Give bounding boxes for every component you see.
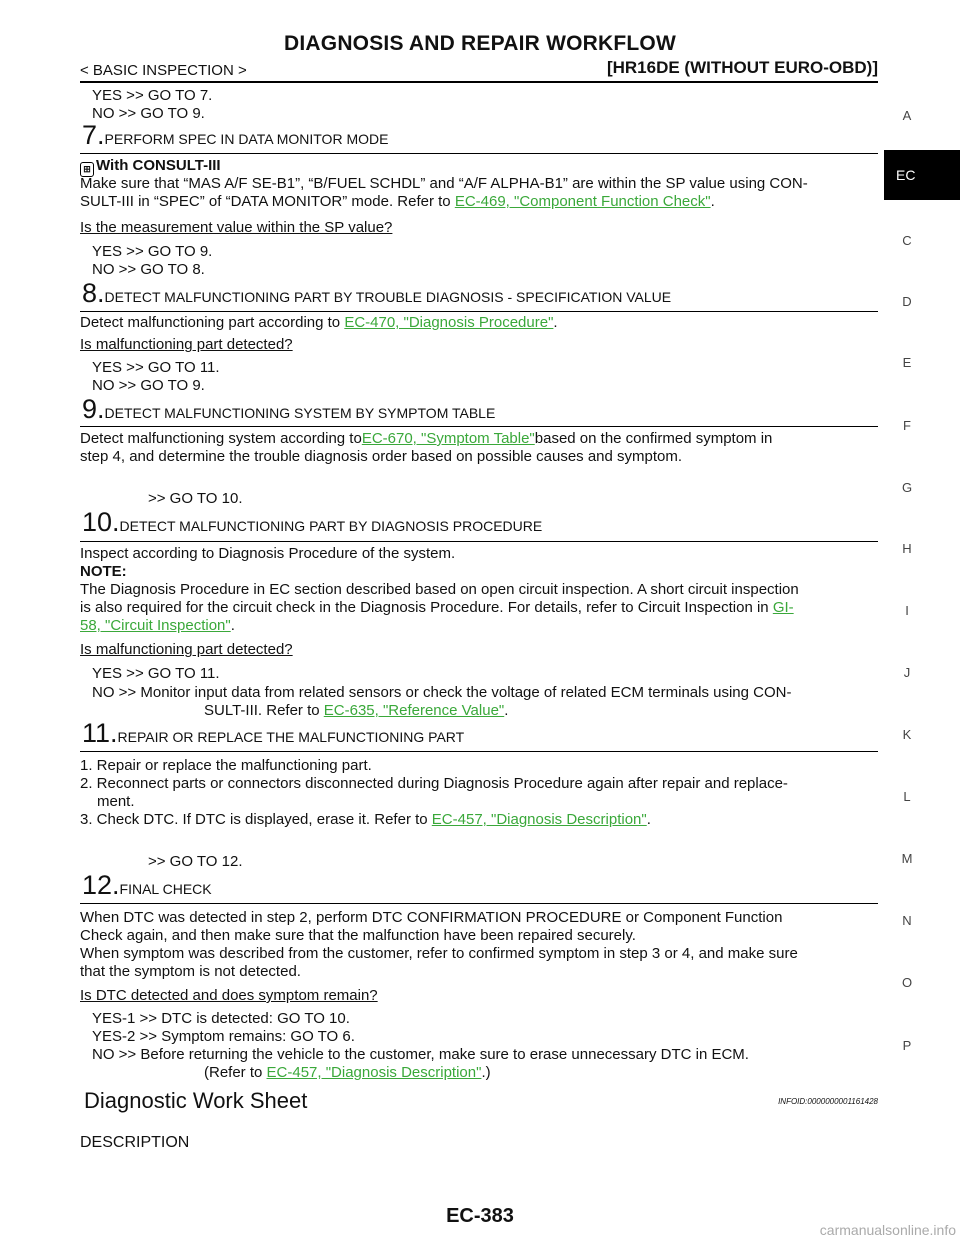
header-rule: [80, 81, 878, 83]
model-label: [HR16DE (WITHOUT EURO-OBD)]: [606, 58, 878, 77]
step9-text-2: step 4, and determine the trouble diagno…: [80, 448, 683, 465]
step7-rule: [80, 153, 878, 154]
link-ec-670[interactable]: EC-670, "Symptom Table": [361, 430, 535, 447]
step9-title: DETECT MALFUNCTIONING SYSTEM BY SYMPTOM …: [104, 405, 496, 421]
step7-yes: YES >> GO TO 9.: [92, 243, 213, 260]
step12-text-1: When DTC was detected in step 2, perform…: [80, 909, 783, 926]
note-text-1: The Diagnosis Procedure in EC section de…: [80, 581, 799, 598]
link-ec-457-a[interactable]: EC-457, "Diagnosis Description": [431, 811, 647, 828]
step11-rule: [80, 751, 878, 752]
link-gi-58-part1[interactable]: GI-: [772, 599, 794, 616]
consult-label: With CONSULT-III: [96, 157, 221, 174]
side-tab-m[interactable]: M: [901, 851, 913, 866]
step7-text-2: SULT-III in “SPEC” of “DATA MONITOR” mod…: [80, 193, 715, 210]
step12-number: 12.: [82, 870, 120, 900]
step7-heading: 7.PERFORM SPEC IN DATA MONITOR MODE: [82, 120, 388, 151]
watermark: carmanualsonline.info: [819, 1222, 956, 1238]
side-tab-f[interactable]: F: [903, 418, 911, 433]
side-tab-g[interactable]: G: [901, 480, 913, 495]
link-ec-457-b[interactable]: EC-457, "Diagnosis Description": [266, 1064, 482, 1081]
step11-item-3: 3. Check DTC. If DTC is displayed, erase…: [80, 811, 651, 828]
step10-number: 10.: [82, 507, 120, 537]
step7-text-1: Make sure that “MAS A/F SE-B1”, “B/FUEL …: [80, 175, 808, 192]
step9-number: 9.: [82, 394, 105, 424]
step12-rule: [80, 903, 878, 904]
step12-yes-2: YES-2 >> Symptom remains: GO TO 6.: [92, 1028, 355, 1045]
step12-text-2: Check again, and then make sure that the…: [80, 927, 636, 944]
step10-no-1: NO >> Monitor input data from related se…: [92, 684, 792, 701]
side-tab-n[interactable]: N: [902, 913, 912, 928]
top-no: NO >> GO TO 9.: [92, 105, 205, 122]
step10-question: Is malfunctioning part detected?: [80, 641, 293, 658]
step8-text: Detect malfunctioning part according to …: [80, 314, 558, 331]
page-title: DIAGNOSIS AND REPAIR WORKFLOW: [284, 32, 676, 55]
consult-icon: ⊞: [80, 162, 94, 177]
note-text-2: is also required for the circuit check i…: [80, 599, 794, 616]
step8-no: NO >> GO TO 9.: [92, 377, 205, 394]
step9-goto: >> GO TO 10.: [148, 490, 243, 507]
side-tab-i[interactable]: I: [905, 603, 909, 618]
step12-text-3: When symptom was described from the cust…: [80, 945, 798, 962]
side-tab-e[interactable]: E: [902, 355, 912, 370]
step11-goto: >> GO TO 12.: [148, 853, 243, 870]
side-tab-j[interactable]: J: [903, 665, 911, 680]
step10-text-1: Inspect according to Diagnosis Procedure…: [80, 545, 456, 562]
side-tab-o[interactable]: O: [901, 975, 913, 990]
step8-question: Is malfunctioning part detected?: [80, 336, 293, 353]
step8-rule: [80, 311, 878, 312]
step12-no-2: (Refer to EC-457, "Diagnosis Description…: [204, 1064, 491, 1081]
step8-title: DETECT MALFUNCTIONING PART BY TROUBLE DI…: [104, 289, 672, 305]
step8-heading: 8.DETECT MALFUNCTIONING PART BY TROUBLE …: [82, 278, 671, 309]
step11-item-2b: ment.: [97, 793, 135, 810]
step10-yes: YES >> GO TO 11.: [92, 665, 220, 682]
step7-title: PERFORM SPEC IN DATA MONITOR MODE: [104, 131, 389, 147]
top-yes: YES >> GO TO 7.: [92, 87, 213, 104]
step12-heading: 12.FINAL CHECK: [82, 870, 212, 901]
consult-line: ⊞With CONSULT-III: [80, 157, 221, 177]
step7-question: Is the measurement value within the SP v…: [80, 219, 393, 236]
step11-heading: 11.REPAIR OR REPLACE THE MALFUNCTIONING …: [82, 718, 464, 749]
step10-title: DETECT MALFUNCTIONING PART BY DIAGNOSIS …: [119, 518, 543, 534]
step9-heading: 9.DETECT MALFUNCTIONING SYSTEM BY SYMPTO…: [82, 394, 495, 425]
side-tab-p[interactable]: P: [902, 1038, 912, 1053]
step11-item-2a: 2. Reconnect parts or connectors disconn…: [80, 775, 788, 792]
side-tab-c[interactable]: C: [902, 233, 912, 248]
step8-number: 8.: [82, 278, 105, 308]
note-text-3: 58, "Circuit Inspection".: [80, 617, 235, 634]
step10-heading: 10.DETECT MALFUNCTIONING PART BY DIAGNOS…: [82, 507, 542, 538]
step11-title: REPAIR OR REPLACE THE MALFUNCTIONING PAR…: [117, 729, 465, 745]
step11-number: 11.: [82, 718, 118, 748]
step11-item-1: 1. Repair or replace the malfunctioning …: [80, 757, 372, 774]
step9-text-1: Detect malfunctioning system according t…: [80, 430, 773, 447]
step12-title: FINAL CHECK: [119, 881, 212, 897]
link-gi-58-part2[interactable]: 58, "Circuit Inspection": [80, 617, 231, 634]
link-ec-635[interactable]: EC-635, "Reference Value": [323, 702, 505, 719]
step10-rule: [80, 541, 878, 542]
side-tab-a[interactable]: A: [902, 108, 912, 123]
link-ec-470[interactable]: EC-470, "Diagnosis Procedure": [344, 314, 554, 331]
side-tab-ec[interactable]: EC: [884, 150, 960, 200]
step12-no-1: NO >> Before returning the vehicle to th…: [92, 1046, 749, 1063]
step12-text-4: that the symptom is not detected.: [80, 963, 301, 980]
description-heading: DESCRIPTION: [80, 1134, 190, 1151]
step12-question: Is DTC detected and does symptom remain?: [80, 987, 378, 1004]
worksheet-title: Diagnostic Work Sheet: [84, 1088, 308, 1113]
side-tab-k[interactable]: K: [902, 727, 912, 742]
section-label: < BASIC INSPECTION >: [80, 62, 247, 79]
info-id: INFOID:0000000001161428: [778, 1097, 878, 1106]
note-label: NOTE:: [80, 563, 127, 580]
step7-no: NO >> GO TO 8.: [92, 261, 205, 278]
link-ec-469[interactable]: EC-469, "Component Function Check": [454, 193, 711, 210]
step10-no-2: SULT-III. Refer to EC-635, "Reference Va…: [204, 702, 509, 719]
page-number: EC-383: [446, 1205, 514, 1227]
step9-rule: [80, 426, 878, 427]
step8-yes: YES >> GO TO 11.: [92, 359, 220, 376]
side-tab-d[interactable]: D: [902, 294, 912, 309]
step12-yes-1: YES-1 >> DTC is detected: GO TO 10.: [92, 1010, 350, 1027]
side-tab-h[interactable]: H: [902, 541, 912, 556]
step7-number: 7.: [82, 120, 105, 150]
side-tab-l[interactable]: L: [903, 789, 911, 804]
